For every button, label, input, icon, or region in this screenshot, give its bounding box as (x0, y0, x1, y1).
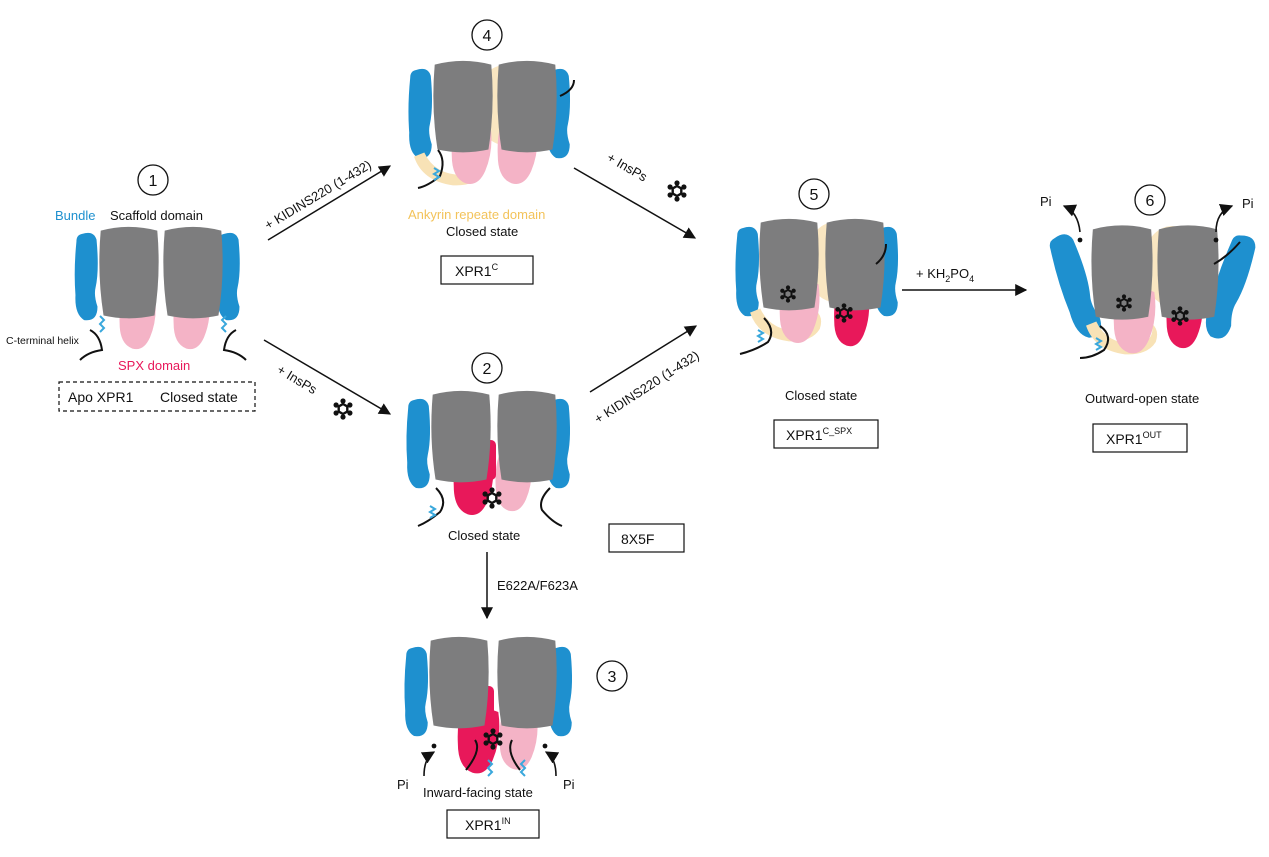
state-5-label: Closed state (785, 388, 857, 403)
state-2-number-circle (471, 352, 503, 384)
state-3-pi-right: Pi (563, 777, 575, 792)
transition-1-to-2: + InsPs (263, 339, 392, 420)
state-4-number-circle (471, 19, 503, 51)
state-6-box (1092, 423, 1188, 453)
state-1-apo: 1 Bundle Scaffold domain C-terminal heli… (6, 164, 256, 412)
state-2-closed-insps: 2 Closed state 8X5F (406, 352, 685, 553)
ankyrin-domain-label: Ankyrin repeate domain (408, 207, 545, 222)
label-2-to-3: E622A/F623A (497, 578, 578, 593)
state-5-box-label: XPR1C_SPX (786, 426, 852, 443)
scaffold-domain-label: Scaffold domain (110, 208, 203, 223)
state-1-number: 1 (149, 173, 158, 190)
state-3-label: Inward-facing state (423, 785, 533, 800)
c-terminal-helix-label: C-terminal helix (6, 335, 80, 347)
apo-xpr1-label: Apo XPR1 (68, 389, 134, 405)
transition-1-to-4: + KIDINS220 (1-432) (262, 157, 392, 241)
state-4-number: 4 (483, 28, 492, 45)
state-4-box-label: XPR1C (455, 262, 499, 279)
state-6-pi-right: Pi (1242, 196, 1254, 211)
inositol-phosphate-icon (332, 398, 354, 420)
state-6-outward-open: 6 Pi Pi Outward-open state XPR1OUT (1040, 184, 1260, 453)
state-3-box (446, 809, 540, 839)
apo-state-box (58, 381, 256, 412)
state-5-closed-spx: 5 Closed state XPR1C_SPX (735, 178, 899, 449)
state-6-pi-left: Pi (1040, 194, 1052, 209)
state-3-number: 3 (608, 669, 617, 686)
state-1-number-circle (137, 164, 169, 196)
state-4-closed-kidins220: 4 Ankyrin repeate domain Closed state XP… (408, 19, 575, 285)
label-2-to-5: + KIDINS220 (1-432) (591, 348, 701, 427)
state-2-label: Closed state (448, 528, 520, 543)
inositol-phosphate-icon (666, 180, 688, 202)
arrow-1-to-4 (267, 165, 392, 241)
label-4-to-5: + InsPs (605, 150, 651, 185)
state-4-label: Closed state (446, 224, 518, 239)
state-6-label: Outward-open state (1085, 391, 1199, 406)
arrow-1-to-2 (263, 339, 392, 415)
label-5-to-6: + KH2PO4 (916, 266, 974, 284)
state-4-box (440, 255, 534, 285)
state-3-inward-facing: 3 Pi Pi Inward-facing state XPR1IN (397, 636, 628, 839)
state-3-number-circle (596, 660, 628, 692)
apo-closed-state-label: Closed state (160, 389, 238, 405)
state-6-box-label: XPR1OUT (1106, 430, 1162, 447)
arrow-4-to-5 (573, 167, 697, 239)
transition-4-to-5: + InsPs (573, 150, 697, 239)
state-3-box-label: XPR1IN (465, 816, 511, 833)
label-1-to-4: + KIDINS220 (1-432) (262, 157, 374, 233)
label-1-to-2: + InsPs (274, 362, 320, 398)
state-2-box (608, 523, 685, 553)
spx-domain-label: SPX domain (118, 358, 190, 373)
arrow-2-to-5 (589, 325, 698, 393)
state-6-number-circle (1134, 184, 1166, 216)
state-2-number: 2 (483, 361, 492, 378)
state-5-box (773, 419, 879, 449)
transition-5-to-6: + KH2PO4 (902, 266, 1028, 296)
state-5-number: 5 (810, 187, 819, 204)
transition-2-to-3: E622A/F623A (481, 552, 578, 620)
state-5-number-circle (798, 178, 830, 210)
transition-2-to-5: + KIDINS220 (1-432) (589, 325, 702, 427)
state-3-pi-left: Pi (397, 777, 409, 792)
state-6-number: 6 (1146, 193, 1155, 210)
bundle-label: Bundle (55, 208, 95, 223)
state-2-box-label: 8X5F (621, 531, 654, 547)
